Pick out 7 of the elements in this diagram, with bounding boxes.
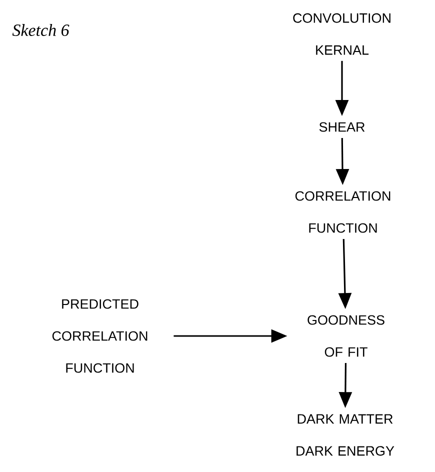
step-label: DARK MATTER DARK ENERGY [296,414,394,456]
title: Sketch 6 [12,24,70,36]
step-label: GOODNESS OF FIT [308,315,384,357]
step-label: CONVOLUTION KERNAL [293,13,390,55]
step-label: PREDICTED CORRELATION FUNCTION [52,299,148,373]
step-label: CORRELATION FUNCTION [295,191,390,233]
step-label: SHEAR [319,122,365,132]
